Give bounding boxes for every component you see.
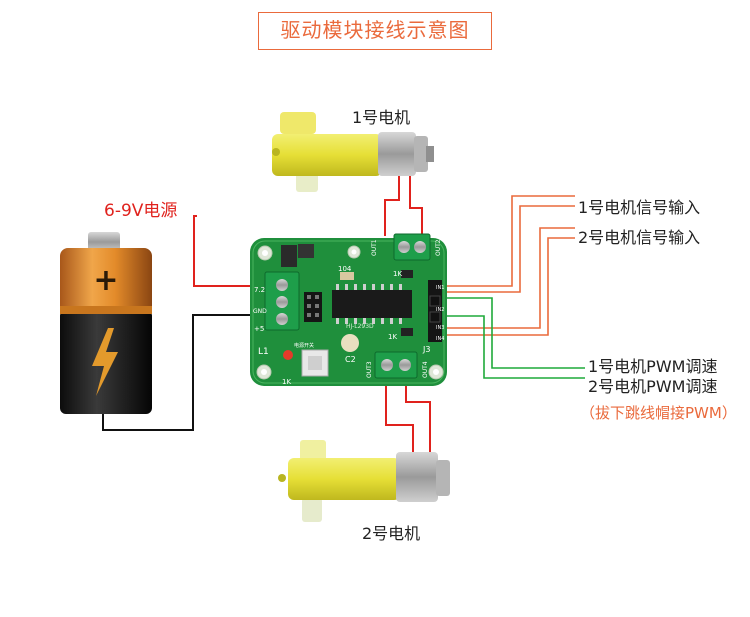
motor1-wire-black xyxy=(409,170,423,236)
in2-wire xyxy=(445,205,575,293)
plus-sign: + xyxy=(93,263,118,298)
motor1-wire-red xyxy=(384,170,400,236)
in1-label: IN1 xyxy=(436,285,444,291)
out2-label: OUT2 xyxy=(435,239,442,256)
motor2-wire-black xyxy=(405,378,431,452)
r1-label: 1K xyxy=(393,270,402,278)
motor2-wire-red xyxy=(385,378,414,452)
led-label: L1 xyxy=(258,347,269,357)
diagram-title: 驱动模块接线示意图 xyxy=(258,12,492,50)
pin-5v-label: +5 xyxy=(254,325,264,333)
pwm1-wire xyxy=(445,297,585,369)
out3-label: OUT3 xyxy=(366,361,373,378)
in4-label: IN4 xyxy=(436,336,444,342)
in1-wire xyxy=(445,195,575,287)
power-label: 6-9V电源 xyxy=(104,201,178,221)
driver-board xyxy=(250,233,447,386)
in2-label: IN2 xyxy=(436,307,444,313)
switch-label: 电源开关 xyxy=(294,342,314,349)
battery: + xyxy=(60,232,152,414)
pin-7-2-label: 7.2 xyxy=(254,286,265,294)
in3-wire xyxy=(445,227,575,329)
motor1-pwm-label: 1号电机PWM调速 xyxy=(588,357,718,376)
out1-label: OUT1 xyxy=(371,239,378,256)
bolt-icon xyxy=(92,328,118,396)
motor1-label: 1号电机 xyxy=(352,108,411,127)
pin-gnd-label: GND xyxy=(253,308,267,315)
pwm2-wire xyxy=(445,315,585,379)
motor1 xyxy=(272,112,434,192)
r2-label: 1K xyxy=(388,333,397,341)
cap-label: 104 xyxy=(338,265,352,273)
motor2-signal-label: 2号电机信号输入 xyxy=(578,228,701,247)
motor1-signal-label: 1号电机信号输入 xyxy=(578,198,701,217)
motor2-label: 2号电机 xyxy=(362,524,421,543)
j3-label: J3 xyxy=(422,345,430,354)
motor2 xyxy=(278,440,450,522)
in3-label: IN3 xyxy=(436,325,444,331)
power-wire-red xyxy=(193,215,250,287)
chip-label: HJ-L293D xyxy=(346,323,374,330)
motor2-pwm-label: 2号电机PWM调速 xyxy=(588,377,718,396)
r3-label: 1K xyxy=(282,378,291,386)
pwm-note: （拔下跳线帽接PWM） xyxy=(580,404,737,422)
in4-wire xyxy=(445,237,575,336)
out4-label: OUT4 xyxy=(422,361,429,378)
power-wire-black xyxy=(102,314,250,431)
c2-label: C2 xyxy=(345,355,356,364)
